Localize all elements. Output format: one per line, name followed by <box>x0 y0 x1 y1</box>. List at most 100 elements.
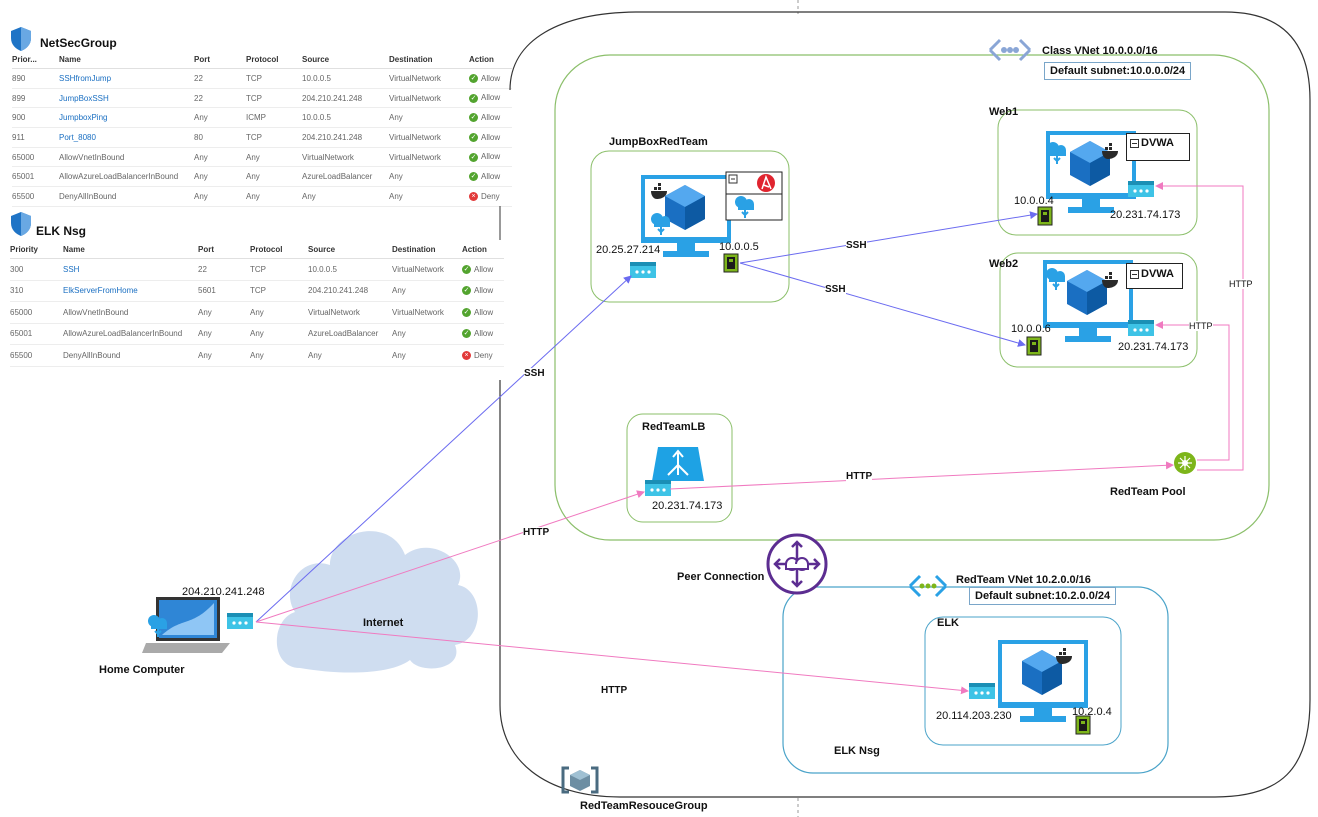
cell-protocol: TCP <box>246 88 302 109</box>
cell-priority: 65000 <box>12 147 59 168</box>
action-text: Allow <box>481 113 501 123</box>
cell-name[interactable]: SSH <box>63 258 198 281</box>
action-text: Deny <box>481 191 500 201</box>
cell-action: ×Deny <box>469 186 512 207</box>
column-header[interactable]: Source <box>302 50 389 69</box>
cell-action: ✓Allow <box>462 280 504 302</box>
check-icon: ✓ <box>469 152 478 162</box>
jumpbox-private-ip: 10.0.0.5 <box>719 241 759 253</box>
cell-name: AllowAzureLoadBalancerInBound <box>59 166 194 188</box>
load-balancer-icon <box>652 447 704 481</box>
web1-app: DVWA <box>1141 137 1174 149</box>
check-icon: ✓ <box>469 113 478 123</box>
cell-source: Any <box>308 344 392 367</box>
check-icon: ✓ <box>462 286 471 296</box>
column-header[interactable]: Prior... <box>12 50 59 69</box>
cell-destination: VirtualNetwork <box>389 147 469 168</box>
cell-name[interactable]: JumpboxPing <box>59 107 194 129</box>
action-text: Allow <box>481 132 501 142</box>
cell-port: Any <box>198 301 250 324</box>
home-ip: 204.210.241.248 <box>182 586 265 598</box>
cell-priority: 65001 <box>12 166 59 188</box>
class-vnet-boundary <box>554 54 1270 541</box>
web1-title: Web1 <box>989 106 1019 118</box>
cell-priority: 65500 <box>12 186 59 207</box>
cell-priority: 899 <box>12 88 59 109</box>
cell-destination: VirtualNetwork <box>389 88 469 109</box>
disk-icon <box>1037 206 1053 226</box>
cell-name[interactable]: ElkServerFromHome <box>63 280 198 302</box>
cell-protocol: Any <box>246 166 302 188</box>
cell-action: ✓Allow <box>462 301 504 324</box>
column-header[interactable]: Name <box>63 240 198 259</box>
check-icon: ✓ <box>469 74 478 84</box>
jumpbox-group <box>590 150 790 303</box>
cell-name[interactable]: SSHfromJump <box>59 68 194 89</box>
column-header[interactable]: Protocol <box>250 240 308 259</box>
column-header[interactable]: Destination <box>389 50 469 69</box>
column-header[interactable]: Protocol <box>246 50 302 69</box>
ansible-icon <box>757 174 775 192</box>
cell-destination: Any <box>392 280 462 302</box>
shield-icon <box>11 27 31 51</box>
column-header[interactable]: Action <box>469 50 512 69</box>
pool-icon <box>1174 452 1196 474</box>
cell-port: 80 <box>194 127 246 148</box>
internet-title: Internet <box>363 617 404 629</box>
cell-destination: Any <box>389 107 469 129</box>
cell-destination: Any <box>389 166 469 188</box>
action-text: Allow <box>481 152 501 162</box>
column-header[interactable]: Name <box>59 50 194 69</box>
ssh-line-jump-web2 <box>739 262 1026 347</box>
lb-title: RedTeamLB <box>642 421 706 433</box>
column-header[interactable]: Destination <box>392 240 462 259</box>
column-header[interactable]: Priority <box>10 240 63 259</box>
check-icon: ✓ <box>469 133 478 143</box>
nic-icon <box>645 480 671 496</box>
column-header[interactable]: Action <box>462 240 504 259</box>
cell-port: 22 <box>198 258 250 281</box>
vnet-icon <box>988 38 1032 62</box>
cell-priority: 65000 <box>10 301 63 324</box>
disk-icon <box>1026 336 1042 356</box>
cell-protocol: TCP <box>250 258 308 281</box>
cell-action: ✓Allow <box>469 127 512 148</box>
cell-priority: 300 <box>10 258 63 281</box>
action-text: Allow <box>474 264 494 274</box>
cell-action: ✓Allow <box>469 107 512 129</box>
ssh-line-home-jump <box>255 275 632 623</box>
http-label: HTTP <box>1189 321 1213 331</box>
column-header[interactable]: Source <box>308 240 392 259</box>
column-header[interactable]: Port <box>198 240 250 259</box>
minimize-icon <box>1130 269 1139 279</box>
cell-destination: VirtualNetwork <box>389 68 469 89</box>
cell-action: ✓Allow <box>469 147 512 168</box>
column-header[interactable]: Port <box>194 50 246 69</box>
cell-name[interactable]: JumpBoxSSH <box>59 88 194 109</box>
cell-name[interactable]: Port_8080 <box>59 127 194 148</box>
peer-connection-icon <box>766 533 828 595</box>
http-label: HTTP <box>1229 279 1253 289</box>
web2-group <box>999 252 1198 368</box>
web1-private-ip: 10.0.0.4 <box>1014 195 1054 207</box>
http-line-home-lb <box>255 490 645 623</box>
cell-port: 22 <box>194 68 246 89</box>
ssh-label: SSH <box>846 240 867 251</box>
cell-source: 204.210.241.248 <box>302 88 389 109</box>
